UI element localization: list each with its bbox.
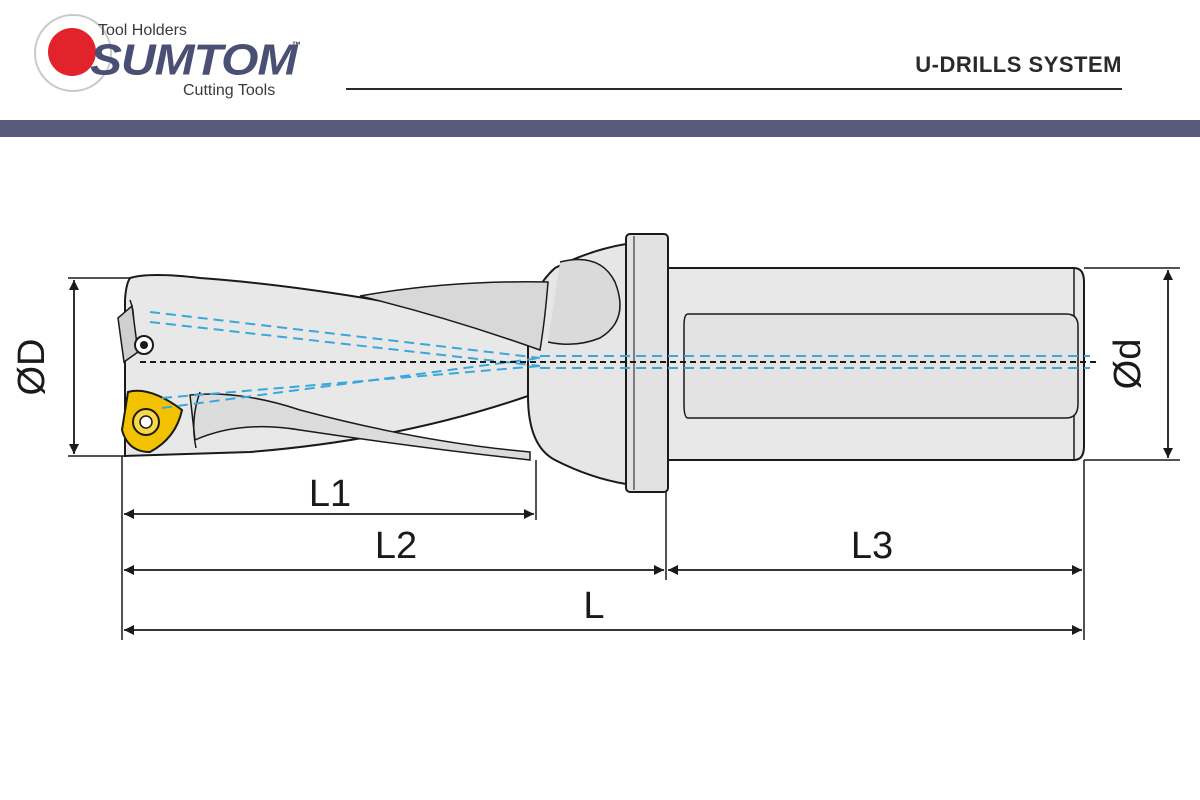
lower-insert-yellow [120, 389, 184, 454]
dim-label-L: L [583, 585, 604, 627]
logo-bottom-text: Cutting Tools [183, 82, 276, 99]
dim-label-d: Ød [1107, 339, 1149, 390]
dim-label-L3: L3 [851, 525, 893, 567]
logo-brand-name: SUMTOM [90, 36, 297, 85]
dim-label-L1: L1 [309, 473, 351, 515]
shank-flat [683, 313, 1079, 419]
brand-logo: Tool Holders SUMTOM ™ Cutting Tools [28, 8, 328, 108]
logo-ring-icon [34, 14, 112, 92]
upper-insert [117, 304, 154, 364]
title-underline [346, 88, 1122, 90]
dimension-arrows [69, 270, 1173, 635]
chip-flute-end [547, 258, 621, 345]
page-title: U-DRILLS SYSTEM [915, 52, 1122, 77]
extension-lines [68, 267, 1180, 640]
dim-label-L2: L2 [375, 525, 417, 567]
drill-shank [667, 267, 1085, 461]
header-band [0, 120, 1200, 137]
coolant-channels [149, 311, 1090, 409]
logo-top-text: Tool Holders [98, 22, 187, 39]
logo-trademark: ™ [292, 40, 301, 50]
drill-body [124, 274, 549, 461]
dim-label-D: ØD [11, 339, 53, 396]
logo-red-dot-icon [48, 28, 96, 76]
